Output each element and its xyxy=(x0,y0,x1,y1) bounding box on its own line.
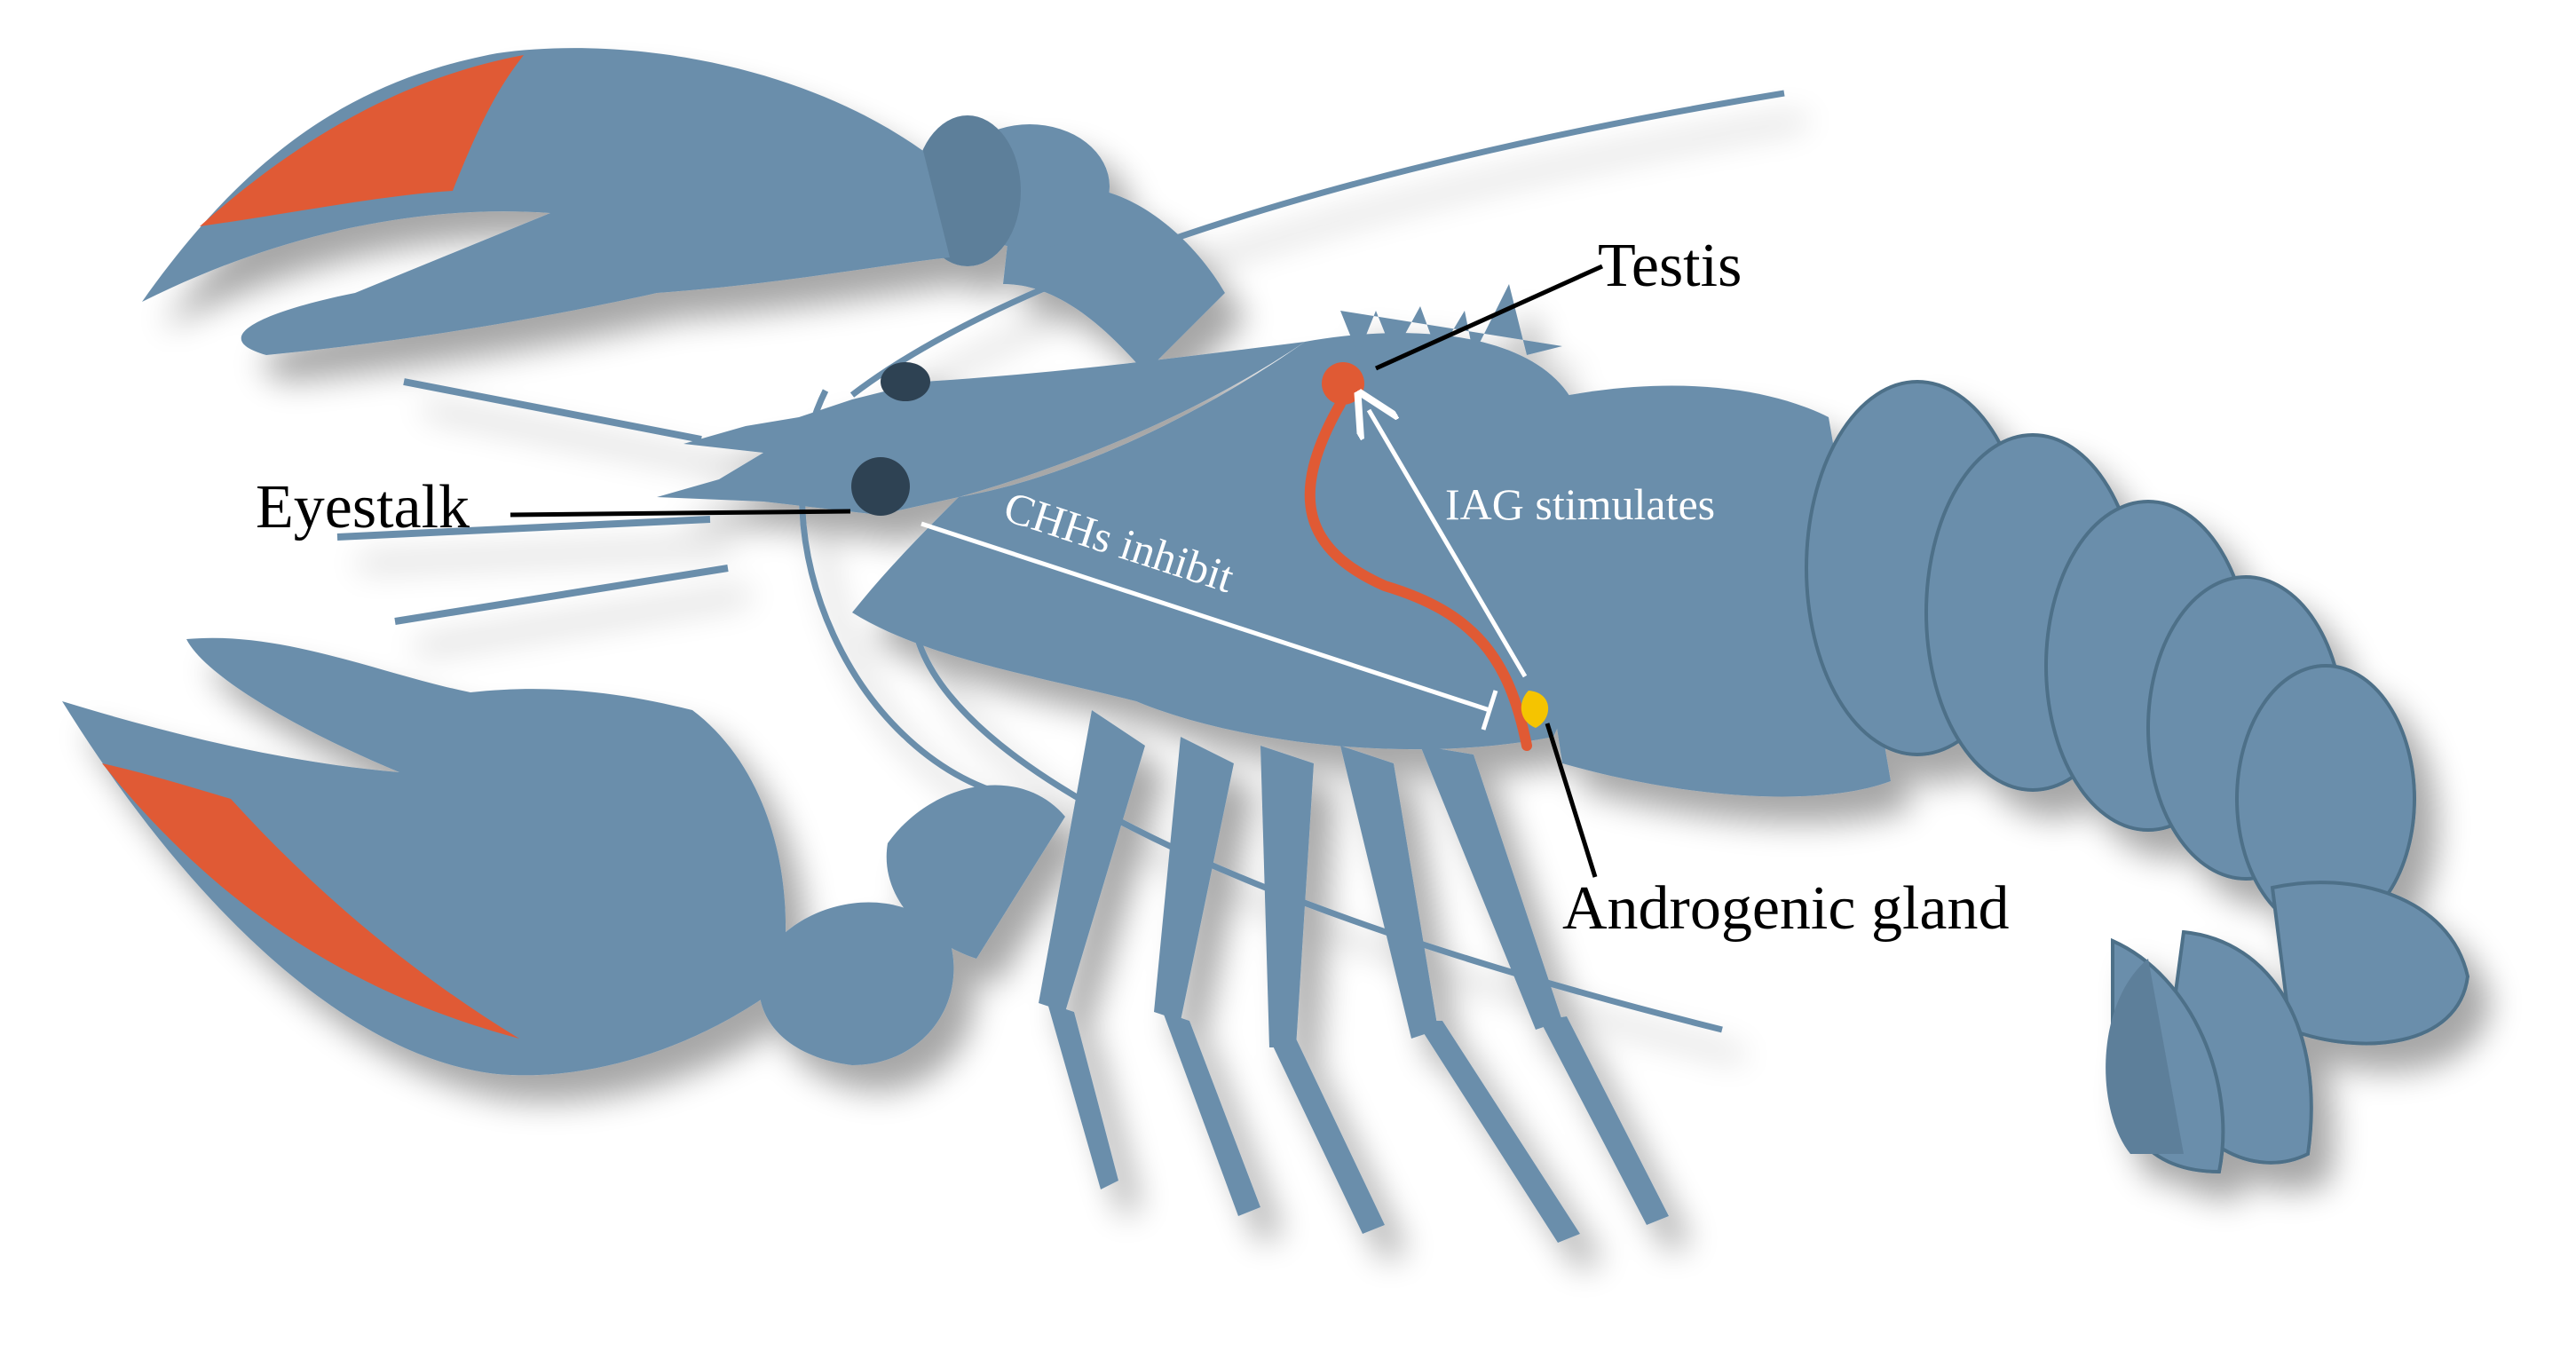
testis-leader xyxy=(1374,264,1604,371)
vas-deferens xyxy=(1304,399,1532,751)
antennule-2 xyxy=(336,516,711,541)
testis-label: Testis xyxy=(1598,232,1742,300)
eyestalk-leader xyxy=(510,509,851,518)
androgenic-gland-organ xyxy=(1521,691,1549,728)
lower-claw xyxy=(62,637,786,1076)
eye-back xyxy=(881,362,930,401)
long-antenna-upper xyxy=(849,90,1785,398)
lower-claw-arm xyxy=(886,785,1065,959)
dorsal-spines xyxy=(1340,284,1562,355)
lower-claw-tip xyxy=(102,763,519,1039)
androgenic-gland-label: Androgenic gland xyxy=(1562,874,2009,943)
eyestalk-label: Eyestalk xyxy=(256,473,470,541)
abdomen xyxy=(1509,380,2416,934)
iag-stimulates-label: IAG stimulates xyxy=(1445,479,1715,529)
carapace xyxy=(852,333,1589,750)
lower-claw-wrist xyxy=(758,902,954,1065)
walking-legs xyxy=(1039,710,1669,1243)
antennule-1 xyxy=(403,378,702,443)
tail-fan xyxy=(2106,881,2470,1174)
gland-leader xyxy=(1545,723,1598,878)
testis-organ xyxy=(1322,362,1364,405)
rostrum xyxy=(657,342,1305,515)
antennule-3 xyxy=(394,565,729,625)
chhs-inhibit-line xyxy=(921,521,1490,713)
upper-claw-tip xyxy=(200,55,524,226)
chhs-inhibit-bar xyxy=(1481,690,1498,731)
crayfish-body xyxy=(62,48,2470,1243)
iag-stimulates-arrow xyxy=(1369,410,1528,678)
eyestalk-eye xyxy=(851,457,910,516)
